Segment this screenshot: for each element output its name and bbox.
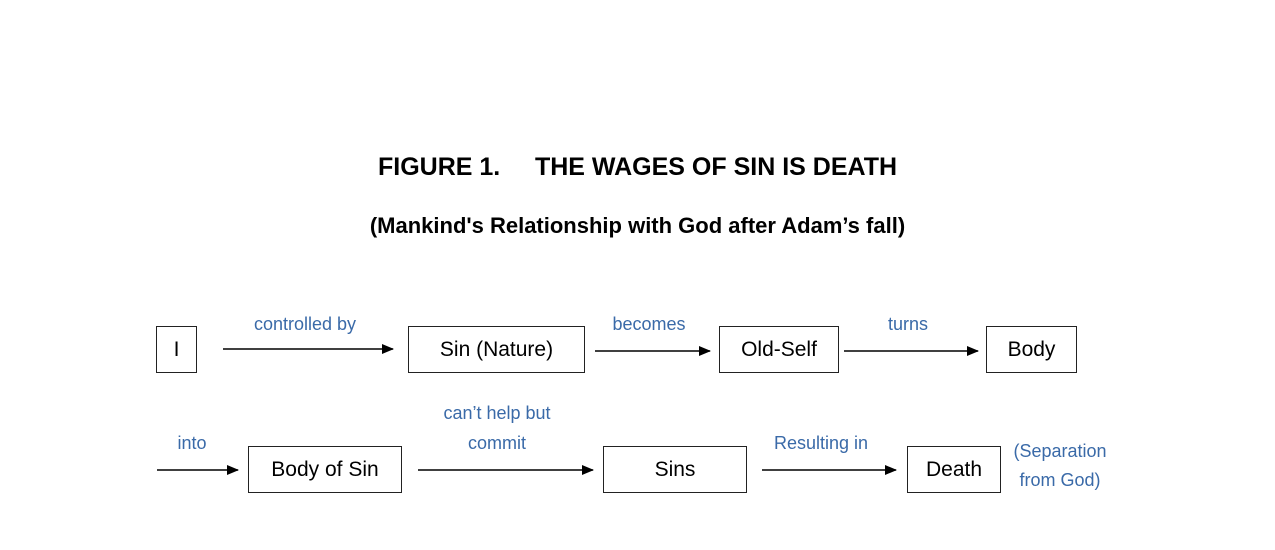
- edge-label-cant-help-line1: can’t help but: [443, 403, 551, 423]
- node-death: Death: [907, 446, 1001, 493]
- node-old-self-label: Old-Self: [741, 337, 817, 361]
- node-body: Body: [986, 326, 1077, 373]
- edge-label-into: into: [177, 433, 207, 453]
- note-line1: (Separation: [1013, 441, 1107, 461]
- edge-label-turns: turns: [887, 314, 929, 334]
- node-sins: Sins: [603, 446, 747, 493]
- note-line2: from God): [1019, 470, 1101, 490]
- node-i-label: I: [173, 337, 180, 361]
- node-body-of-sin-label: Body of Sin: [271, 457, 379, 481]
- node-old-self: Old-Self: [719, 326, 839, 373]
- node-body-of-sin: Body of Sin: [248, 446, 402, 493]
- node-death-label: Death: [925, 457, 983, 481]
- node-sins-label: Sins: [654, 457, 696, 481]
- figure-subtitle: (Mankind's Relationship with God after A…: [369, 213, 906, 238]
- node-i: I: [156, 326, 197, 373]
- edge-label-cant-help-line2: commit: [468, 433, 526, 453]
- node-body-label: Body: [1007, 337, 1056, 361]
- figure-title: FIGURE 1. THE WAGES OF SIN IS DEATH: [377, 153, 898, 181]
- edge-label-becomes: becomes: [612, 314, 686, 334]
- edge-label-resulting-in: Resulting in: [773, 433, 869, 453]
- node-sin-nature-label: Sin (Nature): [439, 337, 554, 361]
- edge-label-controlled-by: controlled by: [253, 314, 357, 334]
- node-sin-nature: Sin (Nature): [408, 326, 585, 373]
